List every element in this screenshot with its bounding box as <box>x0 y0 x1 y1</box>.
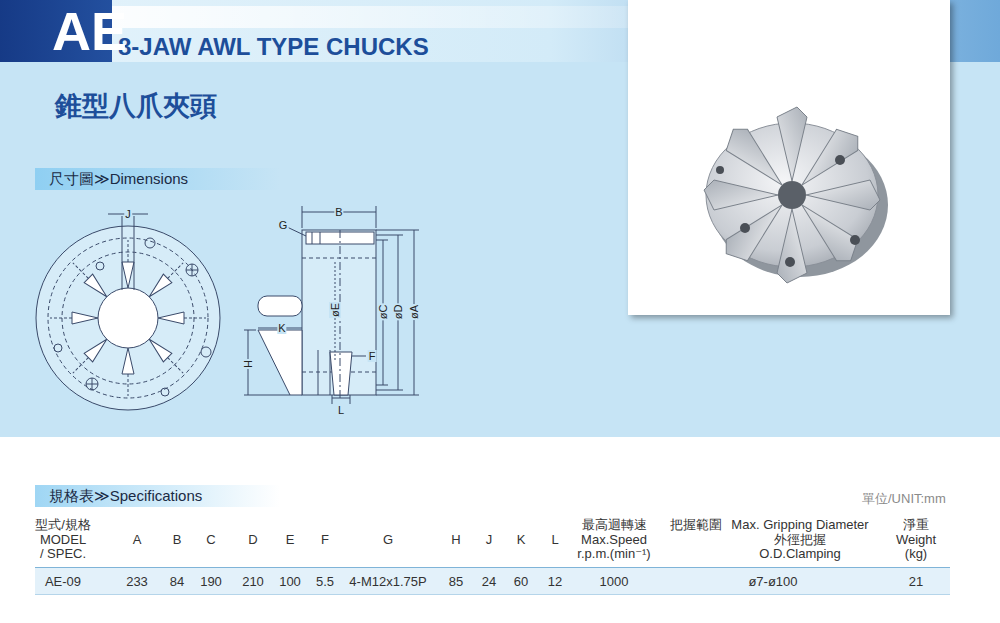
front-view <box>36 214 220 410</box>
table-cell: 5.5 <box>316 575 334 589</box>
table-cell: 21 <box>909 575 923 589</box>
table-header: / SPEC. <box>40 547 86 561</box>
table-header: 淨重 <box>903 518 929 532</box>
table-cell: 1000 <box>600 575 629 589</box>
table-header: H <box>451 533 460 547</box>
table-header: J <box>486 533 493 547</box>
table-header: (kg) <box>905 547 927 561</box>
dimension-label: K <box>277 322 286 334</box>
jaw <box>158 312 206 324</box>
table-cell: 12 <box>548 575 562 589</box>
table-header: Max. Gripping Diameter <box>731 518 868 532</box>
section-band: 規格表≫Specifications <box>35 485 280 507</box>
table-header: D <box>248 533 257 547</box>
table-header: Weight <box>896 533 936 547</box>
section-band: 尺寸圖≫Dimensions <box>35 168 280 190</box>
table-cell: ø7-ø100 <box>748 575 797 589</box>
table-cell: 4-M12x1.75P <box>349 575 426 589</box>
chuck-photo <box>704 107 888 283</box>
table-header: F <box>321 533 329 547</box>
table-cell: 210 <box>242 575 264 589</box>
table-cell: 84 <box>170 575 184 589</box>
table-header: Max.Speed <box>581 533 647 547</box>
table-header: O.D.Clamping <box>759 547 841 561</box>
table-cell: AE-09 <box>45 575 81 589</box>
table-header: B <box>173 533 182 547</box>
page-title: 8-JAW AWL TYPE CHUCKS <box>118 33 429 61</box>
section-heading: 規格表≫Specifications <box>49 485 202 507</box>
dimension-label: J <box>124 208 132 220</box>
table-cell: 24 <box>482 575 496 589</box>
table-header: K <box>517 533 526 547</box>
table-header: G <box>383 533 393 547</box>
table-header: A <box>133 533 142 547</box>
table-header: E <box>286 533 295 547</box>
dimension-label: øD <box>392 304 404 321</box>
dimension-label: L <box>337 404 345 416</box>
dimension-label: B <box>334 206 343 218</box>
side-view <box>244 206 419 404</box>
table-header: 外徑把握 <box>774 533 826 547</box>
table-cell: 233 <box>126 575 148 589</box>
table-header: r.p.m.(min⁻¹) <box>577 547 650 561</box>
table-cell: 100 <box>279 575 301 589</box>
dimension-label: øA <box>408 304 420 320</box>
table-header: C <box>206 533 215 547</box>
table-header: MODEL <box>40 533 86 547</box>
table-rule <box>35 567 950 568</box>
table-cell: 190 <box>200 575 222 589</box>
table-header: 最高迴轉速 <box>582 518 647 532</box>
series-code: AE <box>52 1 127 61</box>
unit-note: 單位/UNIT:mm <box>862 490 946 508</box>
header-highlight <box>112 6 628 28</box>
table-cell: 85 <box>449 575 463 589</box>
dimension-label: H <box>242 359 254 369</box>
table-header: 把握範圍 <box>670 518 722 532</box>
dimension-label: F <box>368 350 377 362</box>
table-cell: 60 <box>514 575 528 589</box>
section-heading: 尺寸圖≫Dimensions <box>49 168 188 190</box>
table-rule <box>35 594 950 595</box>
dimension-label: øE <box>329 302 341 318</box>
chinese-title: 錐型八爪夾頭 <box>55 88 217 124</box>
table-header: 型式/規格 <box>35 518 91 532</box>
dimension-label: øC <box>377 304 389 321</box>
table-header: L <box>551 533 558 547</box>
dimension-label: G <box>278 219 289 231</box>
